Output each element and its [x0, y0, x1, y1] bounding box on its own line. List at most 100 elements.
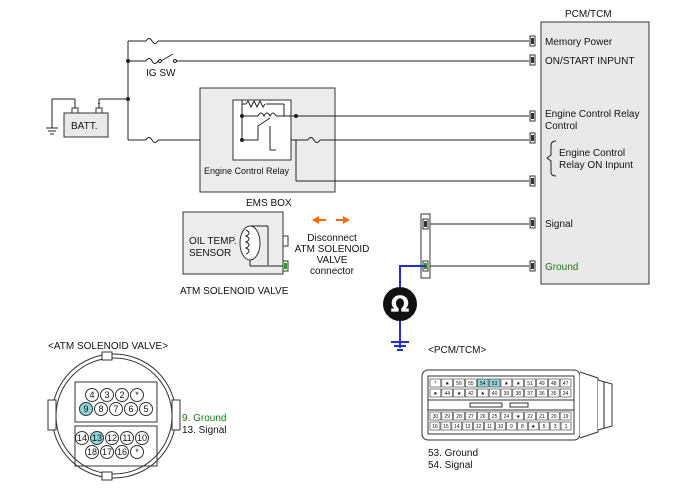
- valve-pin-circle: [109, 402, 123, 416]
- pcm-pin-cell: [477, 378, 489, 388]
- pcm-pin-label: 16: [432, 424, 438, 430]
- pcm-pin-cell: [429, 411, 442, 421]
- pcm-pin-label: 26: [480, 414, 486, 420]
- pcm-pin-label: 14: [454, 424, 460, 430]
- valve-pin-label: 11: [122, 433, 131, 443]
- pcm-pin-label: 44: [444, 391, 450, 397]
- pcm-pin-label: 5: [543, 424, 546, 430]
- oil-temp-sensor-icon: [239, 225, 289, 272]
- power-wiring: [108, 38, 529, 143]
- pcm-pin-cell: [453, 388, 465, 398]
- pcm-pin-cell: [488, 411, 501, 421]
- pcm-pin-label: 13: [465, 424, 471, 430]
- valve-pin-circle: [115, 388, 129, 402]
- pcm-pin-label: ★: [504, 381, 509, 387]
- pcm-pin-cell: [536, 378, 548, 388]
- valve-pin-circle: [85, 388, 99, 402]
- pcm-on-start-label: ON/START INPUNT: [545, 56, 634, 67]
- pcm-pin-cell: [429, 421, 441, 431]
- pcm-pin-label: 25: [492, 414, 498, 420]
- valve-legend-ground: 9. Ground: [182, 413, 226, 424]
- pcm-module: [540, 21, 650, 285]
- disconnect-arrows-icon: [312, 216, 350, 224]
- disconnect-line-1: Disconnect: [307, 233, 357, 244]
- valve-pin-circle: [120, 431, 134, 445]
- pcm-pin-cell: [506, 421, 517, 431]
- disconnect-line-4: connector: [310, 266, 355, 277]
- pcm-pin-cell: [484, 421, 495, 431]
- pcm-pin-cell: [495, 421, 506, 431]
- pcm-pin-label: 1: [565, 424, 568, 430]
- valve-pin-label: *: [135, 390, 139, 400]
- valve-legend-signal: 13. Signal: [182, 425, 226, 436]
- valve-pin-circle: [85, 445, 99, 459]
- pcm-pin-label: 53: [492, 381, 498, 387]
- pcm-pin-cell: [559, 411, 572, 421]
- meter-wires: [391, 265, 426, 351]
- pcm-pin-cell: [560, 421, 572, 431]
- valve-pin-label: 9: [83, 404, 88, 414]
- ohm-symbol: Ω: [391, 293, 410, 318]
- pcm-pin-label: 56: [456, 381, 462, 387]
- pcm-pin-label: 28: [456, 414, 462, 420]
- pcm-pin-cell: [512, 388, 524, 398]
- valve-pin-circle: [130, 388, 144, 402]
- valve-pin-circle: [139, 402, 153, 416]
- pcm-pin-label: 19: [563, 414, 569, 420]
- pcm-pin-label: 51: [527, 381, 533, 387]
- pcm-relay-control-label-1: Engine Control Relay: [545, 109, 640, 120]
- pcm-pin-cell: [536, 411, 548, 421]
- pcm-pins: [529, 35, 536, 272]
- pcm-pin-label: 38: [515, 391, 521, 397]
- pcm-pin-label: 15: [443, 424, 449, 430]
- valve-pin-label: 7: [113, 404, 118, 414]
- pcm-pin-cell: [462, 421, 473, 431]
- valve-pin-label: 5: [143, 404, 148, 414]
- pcm-pin-cell: [517, 421, 528, 431]
- pcm-pin-label: 29: [444, 414, 450, 420]
- valve-pin-label: *: [135, 447, 139, 457]
- pcm-pin-cell: [465, 388, 477, 398]
- valve-pin-circle: [124, 402, 138, 416]
- valve-pin-label: 12: [107, 433, 117, 443]
- pcm-pin-cell: [465, 378, 477, 388]
- pcm-pin-cell: [559, 378, 572, 388]
- pcm-pin-cell: [488, 388, 501, 398]
- pcm-pin-label: ★: [516, 381, 521, 387]
- pcm-relay-on-label-2: Relay ON Inpunt: [559, 160, 633, 171]
- pcm-pin-cell: [477, 411, 489, 421]
- pcm-pin-label: 37: [527, 391, 533, 397]
- batt-label: BATT.: [71, 121, 97, 132]
- pcm-pin-label: 55: [468, 381, 474, 387]
- pcm-pin-cell: [512, 378, 524, 388]
- pcm-legend-signal: 54. Signal: [428, 460, 472, 471]
- oil-temp-label-2: SENSOR: [189, 248, 231, 259]
- atm-solenoid-valve-box: [182, 211, 284, 275]
- valve-pin-label: 4: [89, 390, 94, 400]
- pcm-pin-cell: [549, 421, 561, 431]
- valve-pin-label: 8: [98, 404, 103, 414]
- valve-pin-label: 17: [102, 447, 112, 457]
- pcm-pin-label: 34: [563, 391, 569, 397]
- pcm-pin-label: 27: [468, 414, 474, 420]
- pcm-pin-cell: [429, 378, 442, 388]
- valve-pin-label: 18: [87, 447, 97, 457]
- pcm-pin-cell: [441, 388, 453, 398]
- pcm-pin-label: 8: [521, 424, 524, 430]
- valve-pin-circle: [100, 445, 114, 459]
- atm-solenoid-valve-title: ATM SOLENOID VALVE: [180, 286, 289, 297]
- pcm-pin-cell: [538, 421, 550, 431]
- pcm-pin-cell: [524, 411, 536, 421]
- valve-pin-label: 10: [137, 433, 147, 443]
- disconnect-line-3: VALVE: [317, 255, 348, 266]
- pcm-pin-label: 21: [539, 414, 545, 420]
- pcm-pin-label: 30: [433, 414, 439, 420]
- pcm-pin-cell: [512, 411, 524, 421]
- pcm-pin-label: 9: [510, 424, 513, 430]
- pcm-pin-label: 22: [527, 414, 533, 420]
- engine-control-relay-label: Engine Control Relay: [204, 166, 290, 176]
- pcm-pin-cell: [500, 378, 513, 388]
